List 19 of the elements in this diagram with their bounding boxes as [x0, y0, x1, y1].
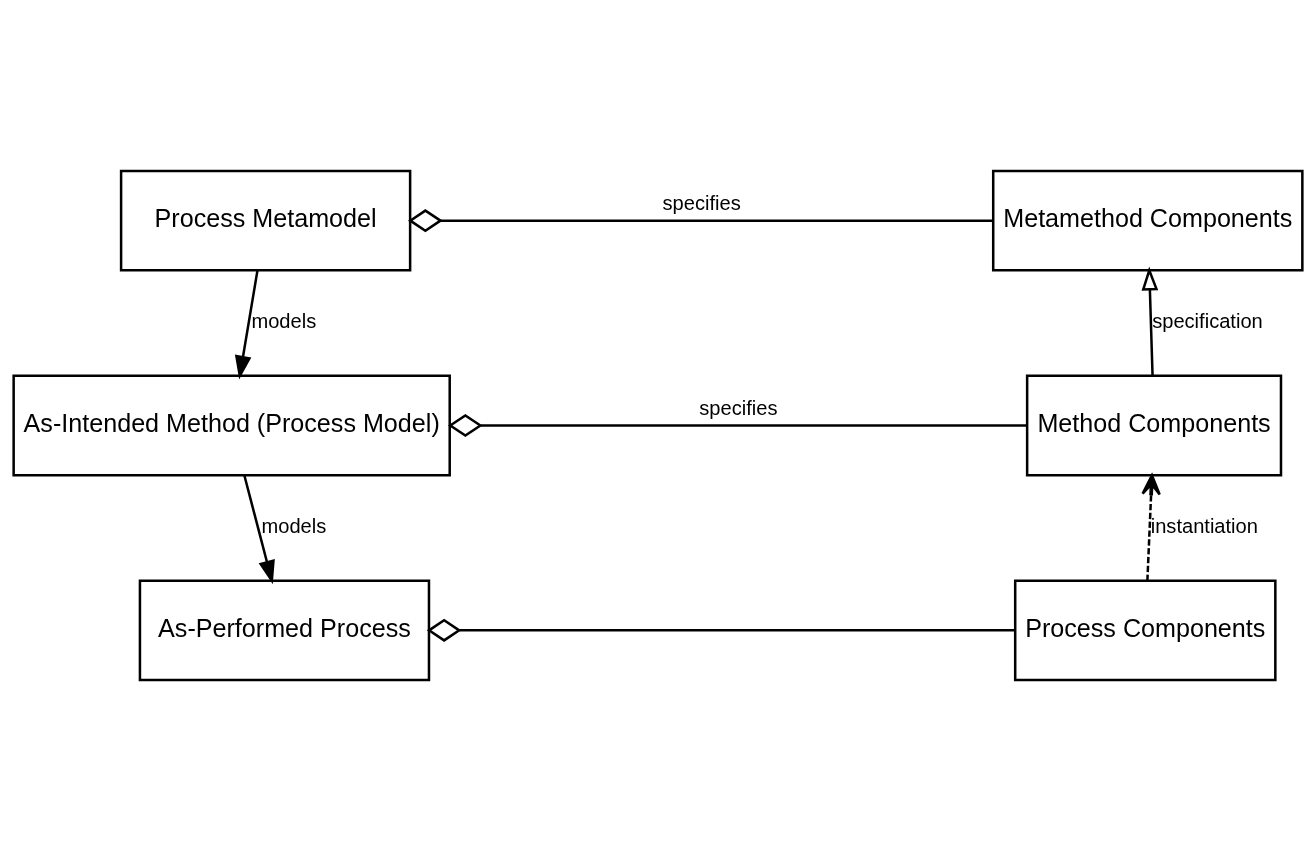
edge-label: models	[261, 514, 327, 537]
node-box: Method Components	[1025, 374, 1283, 477]
arrow	[243, 474, 275, 585]
arrow	[1141, 473, 1161, 581]
edge-label: specification	[1152, 309, 1263, 332]
node-box: Process Components	[1013, 579, 1277, 682]
edge-label: specifies	[662, 192, 741, 215]
edge-label: specifies	[699, 397, 778, 420]
arrow	[234, 270, 259, 380]
node-box: As-Intended Method (Process Model)	[12, 374, 451, 477]
connector	[426, 618, 1016, 642]
edge-label: instantiation	[1150, 514, 1258, 537]
edge-label: models	[251, 309, 317, 332]
arrow	[1141, 266, 1159, 376]
connector	[448, 413, 1027, 438]
node-box: Metamethod Components	[991, 169, 1304, 272]
connector	[408, 209, 993, 233]
node-box: As-Performed Process	[138, 579, 431, 682]
node-box: Process Metamodel	[119, 169, 412, 272]
